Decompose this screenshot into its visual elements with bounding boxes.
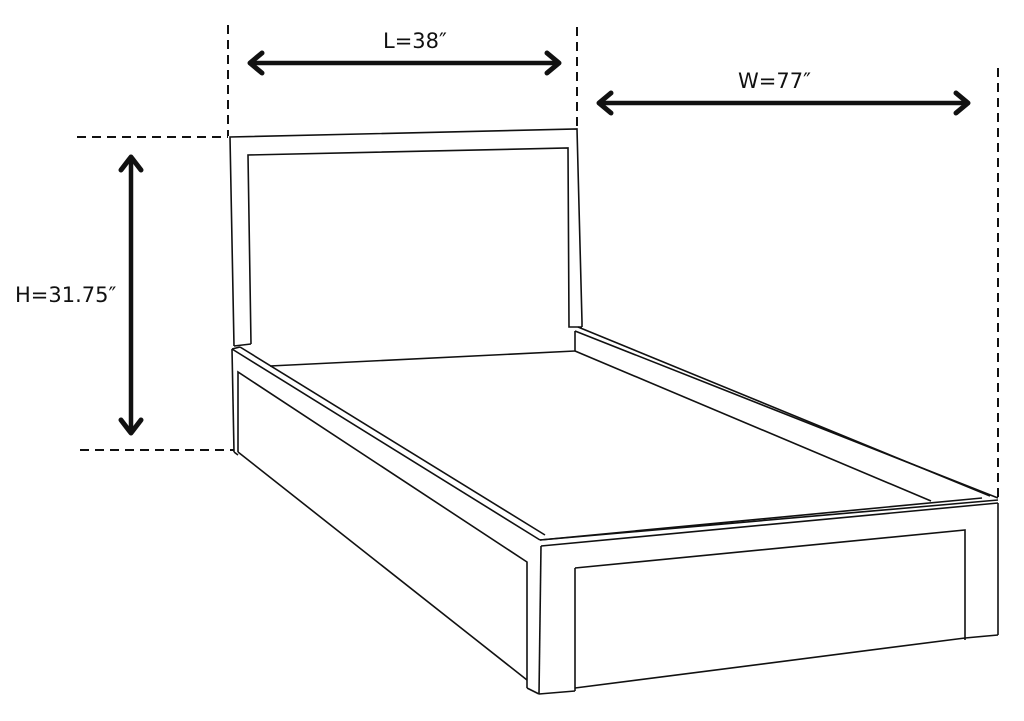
length-label: L=38″: [383, 29, 447, 53]
left-side-rail: [231, 346, 546, 681]
right-side-rail: [574, 322, 999, 499]
length-arrow: [247, 50, 562, 76]
width-arrow: [596, 90, 971, 116]
height-arrow: [118, 154, 144, 436]
height-label: H=31.75″: [15, 283, 117, 307]
extension-lines: [77, 25, 999, 500]
mattress-platform: [269, 331, 983, 541]
width-label: W=77″: [738, 69, 811, 93]
headboard: [229, 128, 583, 347]
footboard: [526, 499, 999, 695]
